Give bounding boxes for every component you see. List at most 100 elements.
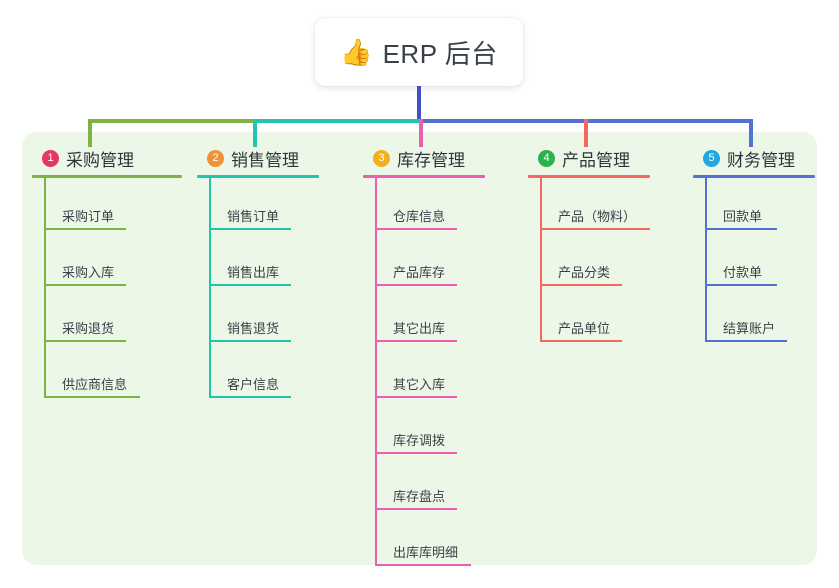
branch-title: 采购管理 [66, 150, 134, 170]
leaf-node-underline [540, 284, 622, 286]
branch-spine-line [705, 178, 707, 342]
branch-item-list: 仓库信息产品库存其它出库其它入库库存调拨库存盘点出库库明细 [363, 178, 485, 570]
branch-item-list: 产品（物料） 产品分类产品单位 [528, 178, 650, 346]
leaf-node-label: 销售退货 [227, 321, 280, 336]
leaf-node[interactable]: 回款单 [693, 178, 815, 234]
leaf-node-label: 回款单 [723, 209, 763, 224]
leaf-node[interactable]: 产品（物料） [528, 178, 650, 234]
leaf-node[interactable]: 库存调拨 [363, 402, 485, 458]
leaf-node-label: 产品单位 [558, 321, 611, 336]
leaf-node-label: 销售订单 [227, 209, 280, 224]
branch-item-list: 采购订单采购入库采购退货供应商信息 [32, 178, 182, 402]
thumbs-up-icon: 👍 [340, 37, 373, 67]
branch-number-badge: 1 [42, 149, 59, 167]
leaf-node-underline [375, 284, 457, 286]
branch-underline [197, 175, 319, 178]
leaf-node-label: 付款单 [723, 265, 763, 280]
root-node[interactable]: 👍 ERP 后台 [315, 18, 523, 86]
leaf-node[interactable]: 采购退货 [32, 290, 182, 346]
trunk-line [417, 86, 421, 123]
branch-title: 销售管理 [231, 150, 299, 170]
connector-segment [88, 119, 257, 123]
leaf-node[interactable]: 供应商信息 [32, 346, 182, 402]
branch-drop-line [419, 119, 423, 147]
leaf-node[interactable]: 产品分类 [528, 234, 650, 290]
leaf-node[interactable]: 其它入库 [363, 346, 485, 402]
leaf-node[interactable]: 其它出库 [363, 290, 485, 346]
branch-column: 5 财务管理回款单付款单结算账户 [693, 146, 815, 346]
branch-header[interactable]: 5 财务管理 [693, 146, 815, 170]
leaf-node-label: 客户信息 [227, 377, 280, 392]
leaf-node-underline [44, 396, 140, 398]
leaf-node[interactable]: 仓库信息 [363, 178, 485, 234]
leaf-node-underline [209, 228, 291, 230]
branch-number-badge: 3 [373, 149, 390, 167]
branch-number-badge: 4 [538, 149, 555, 167]
branch-header[interactable]: 3 库存管理 [363, 146, 485, 170]
connector-segment [584, 119, 753, 123]
branch-spine-line [375, 178, 377, 566]
leaf-node-label: 产品分类 [558, 265, 611, 280]
leaf-node[interactable]: 产品单位 [528, 290, 650, 346]
root-node-title: ERP 后台 [382, 38, 498, 69]
leaf-node-underline [375, 396, 457, 398]
leaf-node[interactable]: 产品库存 [363, 234, 485, 290]
branch-drop-line [584, 119, 588, 147]
leaf-node[interactable]: 采购入库 [32, 234, 182, 290]
leaf-node-label: 采购订单 [62, 209, 115, 224]
leaf-node[interactable]: 结算账户 [693, 290, 815, 346]
branch-item-list: 销售订单销售出库销售退货客户信息 [197, 178, 319, 402]
branch-underline [32, 175, 182, 178]
connector-segment [419, 119, 588, 123]
branch-header[interactable]: 4 产品管理 [528, 146, 650, 170]
leaf-node-label: 采购退货 [62, 321, 115, 336]
branch-header[interactable]: 1 采购管理 [32, 146, 182, 170]
leaf-node-underline [44, 284, 126, 286]
leaf-node[interactable]: 销售出库 [197, 234, 319, 290]
leaf-node-label: 库存盘点 [393, 489, 446, 504]
leaf-node-underline [209, 284, 291, 286]
branch-drop-line [749, 119, 753, 147]
diagram-background-panel [22, 132, 817, 565]
leaf-node-underline [375, 340, 457, 342]
branch-underline [528, 175, 650, 178]
leaf-node-underline [375, 508, 457, 510]
branch-underline [363, 175, 485, 178]
branch-drop-line [88, 119, 92, 147]
leaf-node[interactable]: 销售退货 [197, 290, 319, 346]
branch-column: 3 库存管理仓库信息产品库存其它出库其它入库库存调拨库存盘点出库库明细 [363, 146, 485, 570]
leaf-node-underline [44, 228, 126, 230]
branch-header[interactable]: 2 销售管理 [197, 146, 319, 170]
branch-title: 库存管理 [397, 150, 465, 170]
leaf-node-label: 销售出库 [227, 265, 280, 280]
leaf-node-label: 其它出库 [393, 321, 446, 336]
branch-column: 1 采购管理采购订单采购入库采购退货供应商信息 [32, 146, 182, 402]
branch-spine-line [540, 178, 542, 342]
leaf-node-underline [705, 284, 777, 286]
branch-number-badge: 2 [207, 149, 224, 167]
leaf-node[interactable]: 客户信息 [197, 346, 319, 402]
branch-number-badge: 5 [703, 149, 720, 167]
leaf-node[interactable]: 销售订单 [197, 178, 319, 234]
leaf-node-label: 出库库明细 [393, 545, 459, 560]
branch-title: 财务管理 [727, 150, 795, 170]
leaf-node[interactable]: 库存盘点 [363, 458, 485, 514]
branch-drop-line [253, 119, 257, 147]
leaf-node-underline [375, 564, 471, 566]
branch-column: 2 销售管理销售订单销售出库销售退货客户信息 [197, 146, 319, 402]
leaf-node[interactable]: 出库库明细 [363, 514, 485, 570]
leaf-node-label: 采购入库 [62, 265, 115, 280]
leaf-node[interactable]: 采购订单 [32, 178, 182, 234]
leaf-node-label: 仓库信息 [393, 209, 446, 224]
branch-spine-line [44, 178, 46, 398]
leaf-node-label: 供应商信息 [62, 377, 128, 392]
leaf-node[interactable]: 付款单 [693, 234, 815, 290]
branch-item-list: 回款单付款单结算账户 [693, 178, 815, 346]
leaf-node-label: 产品库存 [393, 265, 446, 280]
branch-title: 产品管理 [562, 150, 630, 170]
leaf-node-underline [44, 340, 126, 342]
branch-column: 4 产品管理产品（物料） 产品分类产品单位 [528, 146, 650, 346]
leaf-node-underline [375, 228, 457, 230]
branch-underline [693, 175, 815, 178]
